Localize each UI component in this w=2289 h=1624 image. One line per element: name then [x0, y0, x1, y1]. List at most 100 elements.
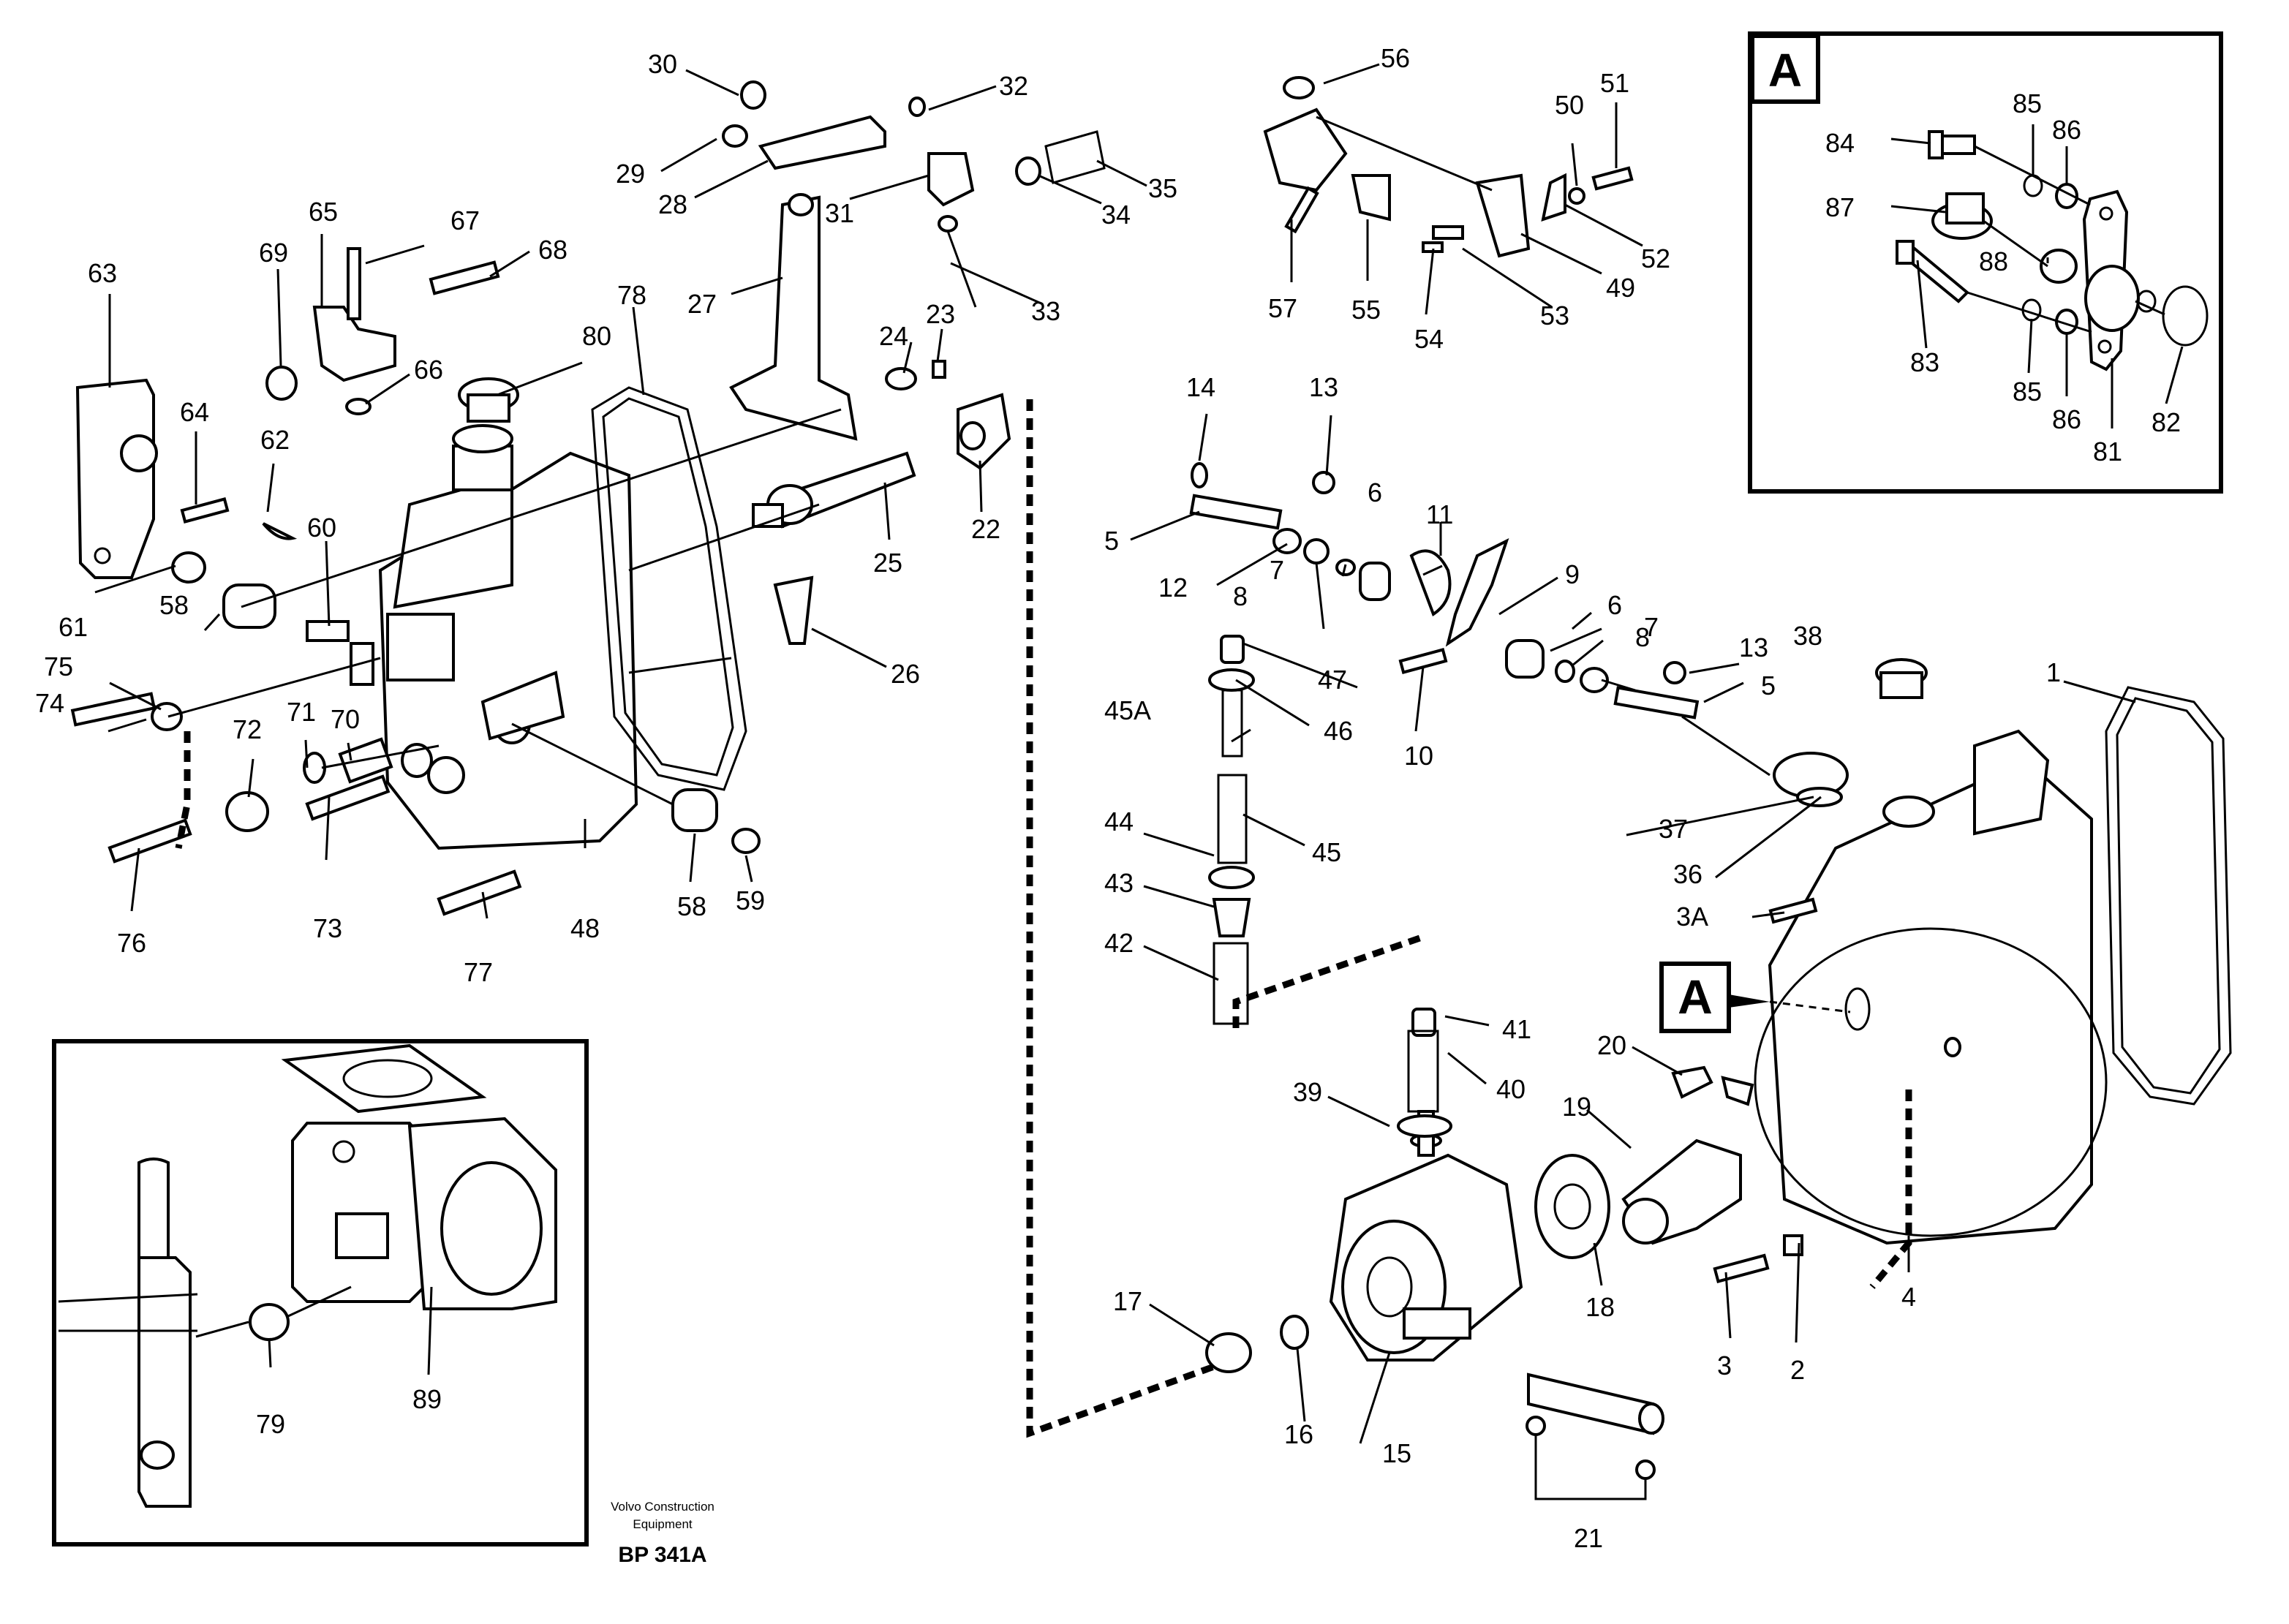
label-21: 21 — [1574, 1523, 1603, 1553]
label-17: 17 — [1113, 1286, 1142, 1316]
label-3A: 3A — [1676, 902, 1708, 932]
label-4: 4 — [1901, 1282, 1916, 1312]
label-73: 73 — [313, 913, 342, 943]
label-40: 40 — [1496, 1074, 1526, 1104]
detail-a-marker: A — [1678, 970, 1713, 1024]
lower-left-inset — [52, 1039, 589, 1546]
label-38: 38 — [1793, 621, 1822, 651]
label-18: 18 — [1585, 1292, 1615, 1322]
label-52: 52 — [1641, 243, 1670, 273]
label-28: 28 — [658, 189, 687, 219]
label-39: 39 — [1293, 1077, 1322, 1107]
company-line-2: Equipment — [633, 1517, 693, 1531]
label-29: 29 — [616, 159, 645, 189]
label-54: 54 — [1414, 324, 1444, 354]
leader-lines — [94, 63, 2184, 1444]
label-87: 87 — [1825, 192, 1855, 222]
company-line-1: Volvo Construction — [611, 1500, 714, 1514]
label-64: 64 — [180, 397, 209, 427]
label-86a: 86 — [2052, 115, 2081, 145]
main-pump-housing: A — [1189, 76, 2232, 1500]
label-50: 50 — [1555, 90, 1584, 120]
label-58a: 58 — [159, 590, 189, 620]
label-15: 15 — [1382, 1438, 1411, 1468]
label-53: 53 — [1540, 301, 1569, 331]
label-13a: 13 — [1309, 372, 1338, 402]
label-83: 83 — [1910, 347, 1939, 377]
label-34: 34 — [1101, 200, 1131, 230]
label-12: 12 — [1158, 573, 1188, 603]
label-51: 51 — [1600, 68, 1629, 98]
label-62: 62 — [260, 425, 290, 455]
label-23: 23 — [926, 299, 955, 329]
label-26: 26 — [891, 659, 920, 689]
footer: Volvo Construction Equipment BP 341A — [611, 1500, 714, 1567]
label-35: 35 — [1148, 173, 1177, 203]
label-79: 79 — [256, 1409, 285, 1439]
label-44: 44 — [1104, 807, 1134, 836]
label-36: 36 — [1673, 859, 1702, 889]
label-37: 37 — [1659, 814, 1688, 844]
label-46: 46 — [1324, 716, 1353, 746]
callout-labels: 1 2 3 3A 4 5 5 6 6 7 7 8 8 9 10 11 12 13… — [35, 43, 2181, 1553]
label-85b: 85 — [2013, 377, 2042, 407]
label-13b: 13 — [1739, 632, 1768, 662]
label-33: 33 — [1031, 296, 1060, 326]
label-80: 80 — [582, 321, 611, 351]
label-8b: 8 — [1635, 622, 1650, 652]
label-56: 56 — [1381, 43, 1410, 73]
label-30: 30 — [648, 49, 677, 79]
label-41: 41 — [1502, 1014, 1531, 1044]
label-78: 78 — [617, 280, 646, 310]
label-6b: 6 — [1607, 590, 1622, 620]
label-72: 72 — [233, 714, 262, 744]
label-48: 48 — [570, 913, 600, 943]
label-59: 59 — [736, 885, 765, 915]
label-20: 20 — [1597, 1030, 1626, 1060]
label-22: 22 — [971, 514, 1000, 544]
label-16: 16 — [1284, 1419, 1313, 1449]
label-69: 69 — [259, 238, 288, 268]
label-31: 31 — [825, 198, 854, 228]
label-89: 89 — [412, 1384, 442, 1414]
label-82: 82 — [2152, 407, 2181, 437]
label-60: 60 — [307, 513, 336, 543]
detail-a-inset: A — [1748, 31, 2223, 494]
inset-a-marker: A — [1768, 44, 1802, 97]
label-81: 81 — [2093, 437, 2122, 467]
label-19: 19 — [1562, 1092, 1591, 1122]
label-65: 65 — [309, 197, 338, 227]
label-24: 24 — [879, 321, 908, 351]
label-77: 77 — [464, 957, 493, 987]
label-61: 61 — [59, 612, 88, 642]
label-58b: 58 — [677, 891, 706, 921]
label-49: 49 — [1606, 273, 1635, 303]
label-5a: 5 — [1104, 526, 1119, 556]
drawing-id: BP 341A — [618, 1543, 706, 1567]
label-86b: 86 — [2052, 404, 2081, 434]
label-5b: 5 — [1761, 671, 1776, 700]
label-63: 63 — [88, 258, 117, 288]
label-85a: 85 — [2013, 88, 2042, 118]
label-57: 57 — [1268, 293, 1297, 323]
label-55: 55 — [1351, 295, 1381, 325]
label-71: 71 — [287, 697, 316, 727]
label-47: 47 — [1318, 665, 1347, 695]
label-45: 45 — [1312, 837, 1341, 867]
label-84: 84 — [1825, 128, 1855, 158]
label-68: 68 — [538, 235, 567, 265]
label-10: 10 — [1404, 741, 1433, 771]
label-7a: 7 — [1270, 555, 1284, 585]
label-14: 14 — [1186, 372, 1215, 402]
label-32: 32 — [999, 71, 1028, 101]
label-3: 3 — [1717, 1351, 1732, 1381]
label-7b: 7 — [1644, 612, 1659, 642]
spring-stack — [1208, 635, 1452, 1138]
label-8a: 8 — [1233, 581, 1248, 611]
label-42: 42 — [1104, 928, 1134, 958]
label-76: 76 — [117, 928, 146, 958]
label-45A: 45A — [1104, 695, 1151, 725]
label-9: 9 — [1565, 559, 1580, 589]
label-1: 1 — [2046, 657, 2061, 687]
